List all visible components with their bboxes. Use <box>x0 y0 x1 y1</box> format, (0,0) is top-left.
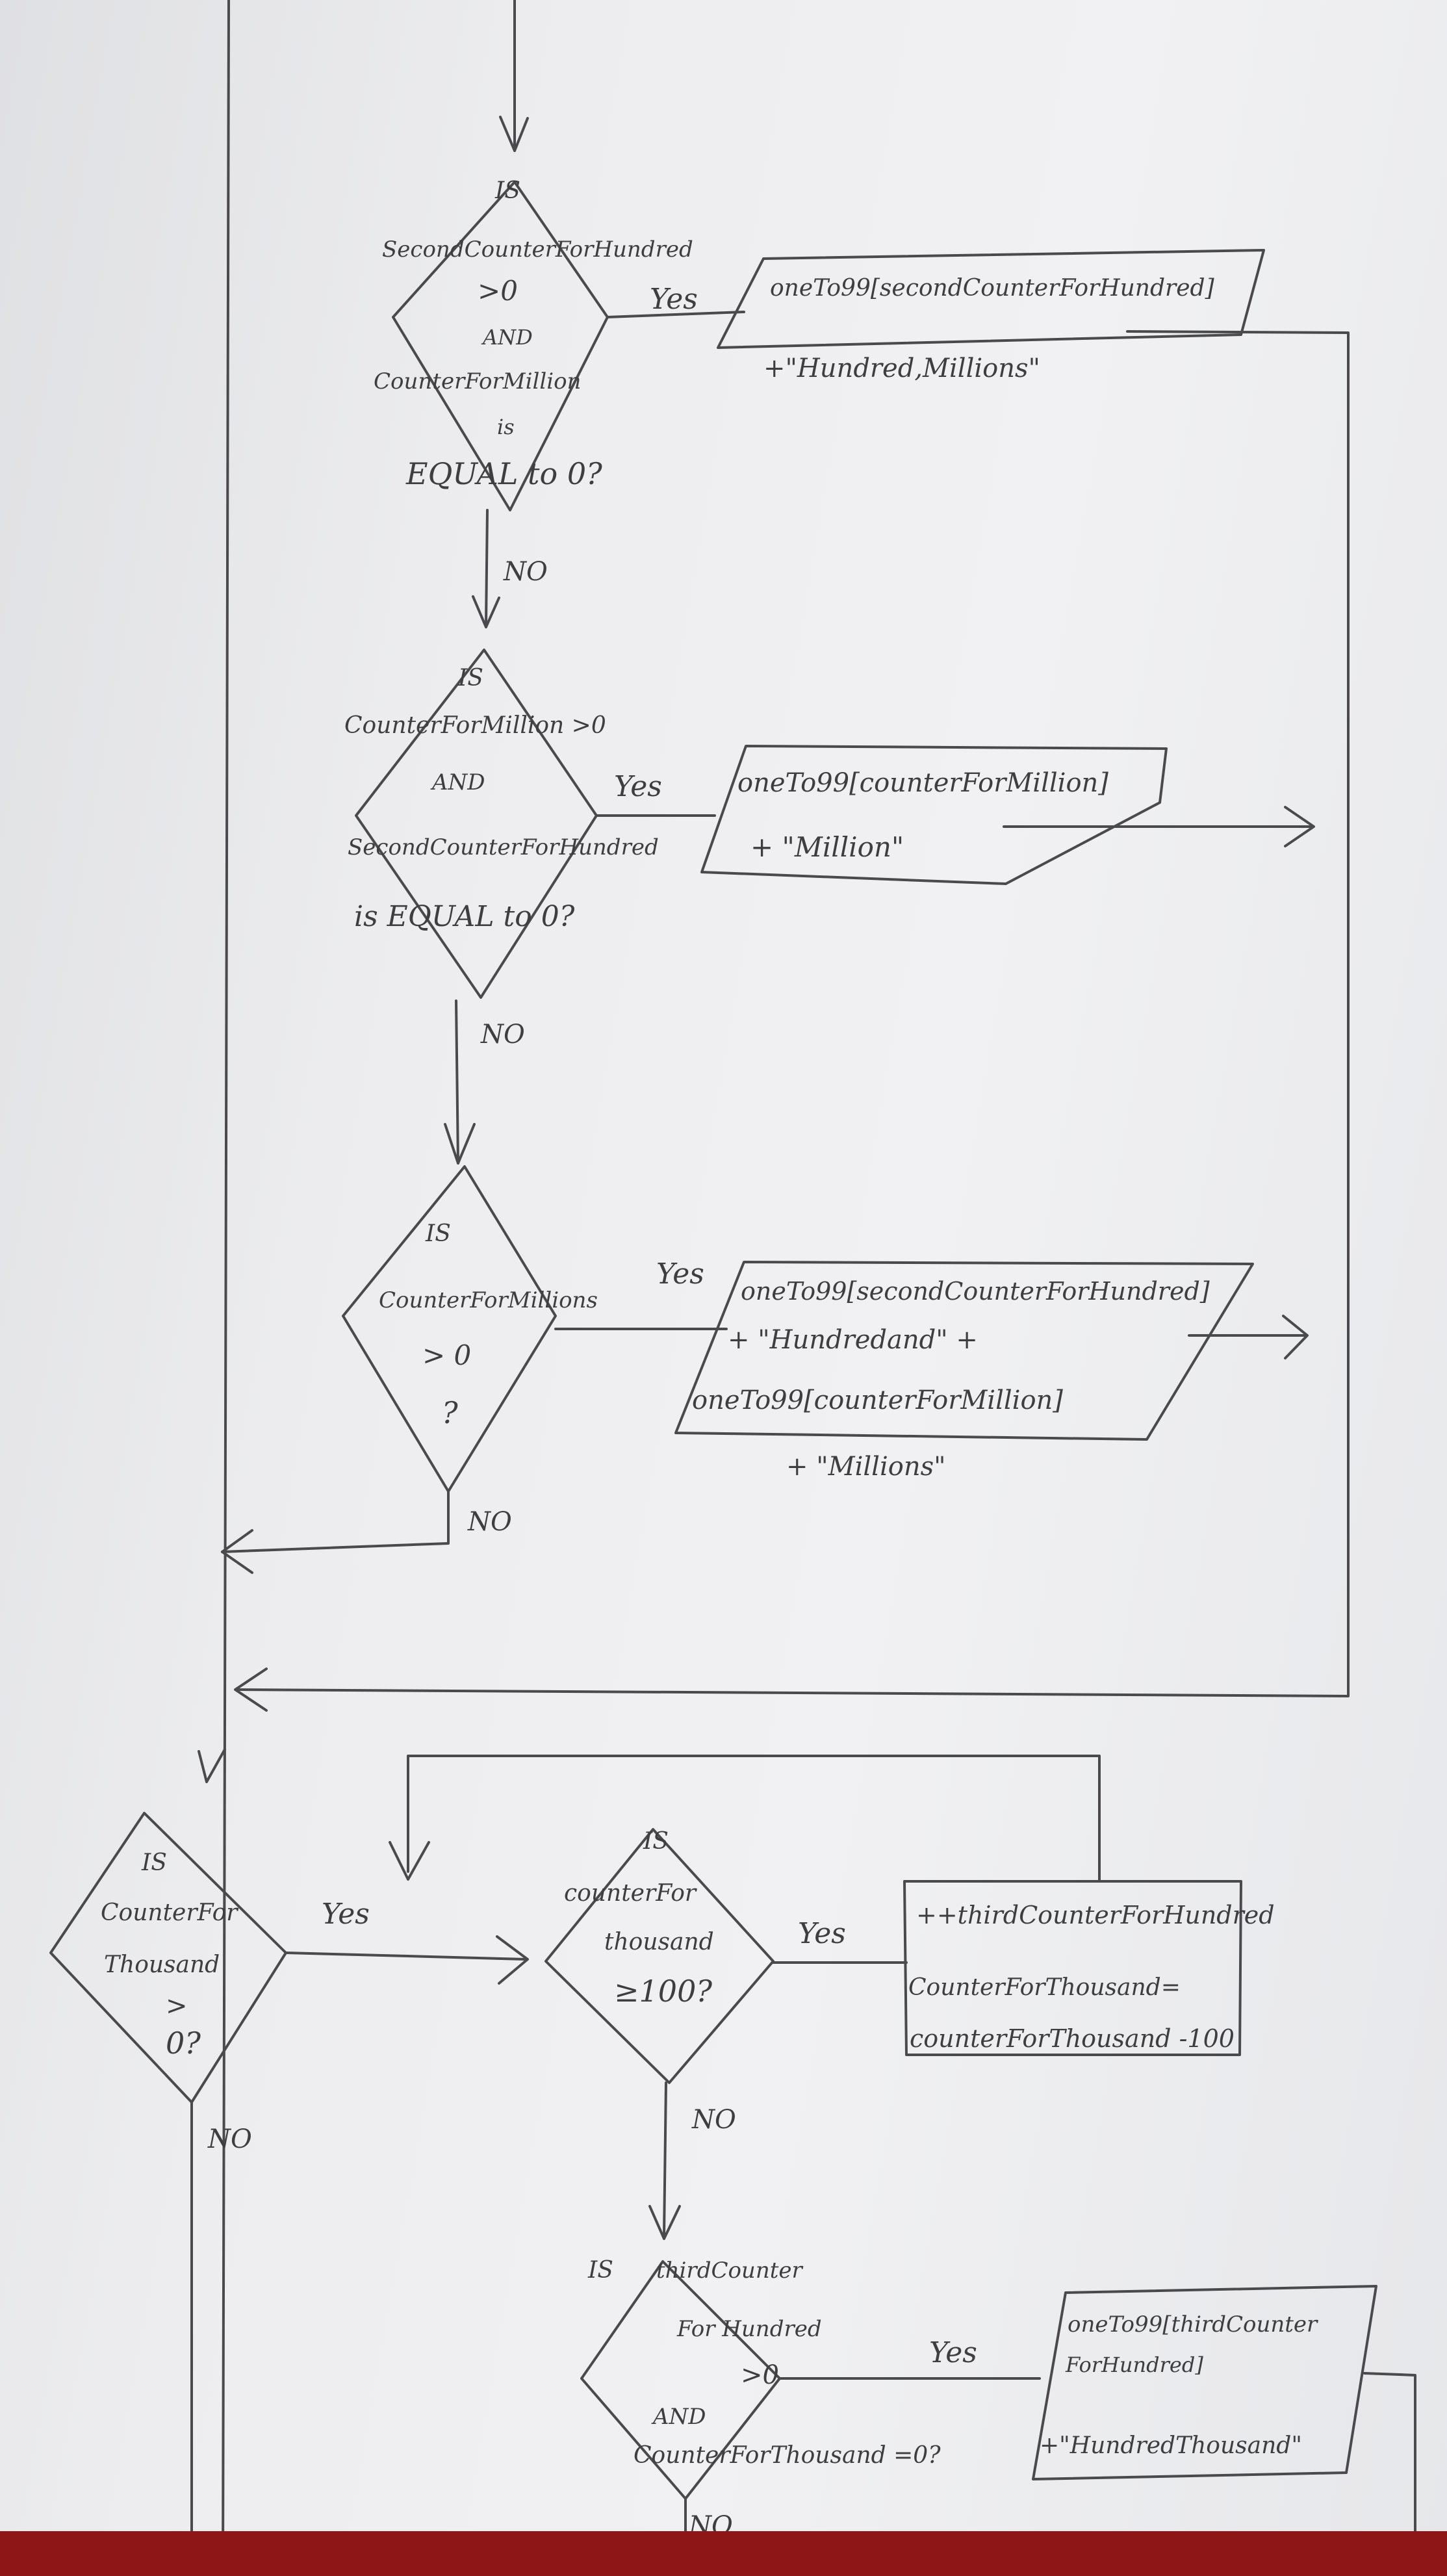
decision-3-text-2: > 0 <box>422 1339 471 1371</box>
loop-back-line <box>407 1755 1101 1883</box>
process-3-text-1: + "Hundredand" + <box>728 1325 978 1355</box>
decision-3-text-3: ? <box>442 1395 458 1430</box>
decision-3-yes-label: Yes <box>656 1257 704 1291</box>
decision-1-text-4: CounterForMillion <box>374 368 581 394</box>
merge-arrowhead <box>234 1668 268 1712</box>
decision-6-text-2: For Hundred <box>676 2316 822 2342</box>
decision-6-text-3: >0 <box>741 2360 779 2390</box>
spine-arrowhead <box>198 1748 226 1783</box>
process-1-parallelogram <box>717 249 1265 349</box>
decision-6-text-4: AND <box>651 2404 706 2430</box>
decision-5-yes-label: Yes <box>798 1917 846 1950</box>
top-entry-arrowhead <box>499 116 529 152</box>
process-3-text-0: oneTo99[secondCounterForHundred] <box>741 1277 1210 1306</box>
decision-6-yes-label: Yes <box>929 2336 977 2369</box>
decision-1-no-line <box>485 509 489 626</box>
decision-1-yes-label: Yes <box>650 283 698 316</box>
decision-4-yes-label: Yes <box>322 1898 370 1931</box>
decision-3-text-1: CounterForMillions <box>379 1287 598 1313</box>
decision-1-text-0: IS <box>494 177 520 204</box>
decision-4-no-label: NO <box>207 2124 252 2154</box>
desk-surface <box>0 2531 1447 2576</box>
decision-3-text-0: IS <box>425 1220 451 1247</box>
decision-1-no-label: NO <box>503 557 548 587</box>
decision-3-no-line <box>221 1490 450 1553</box>
decision-1-text-1: SecondCounterForHundred <box>382 237 693 263</box>
decision-1-diamond <box>392 181 609 511</box>
decision-2-text-1: CounterForMillion >0 <box>344 712 606 739</box>
decision-1-text-3: AND <box>481 325 533 350</box>
decision-6-text-1: thirdCounter <box>656 2258 804 2284</box>
decision-5-no-line <box>663 2081 667 2237</box>
decision-4-text-3: > <box>166 1991 188 2021</box>
process-1-exit-line <box>236 330 1350 1697</box>
decision-5-text-1: counterFor <box>564 1880 697 1907</box>
decision-2-text-0: IS <box>457 665 483 691</box>
decision-2-yes-label: Yes <box>614 770 662 803</box>
process-3-parallelogram <box>674 1261 1254 1441</box>
process-5-parallelogram <box>1032 2285 1377 2480</box>
decision-4-yes-line <box>285 1951 528 1961</box>
decision-2-text-4: is EQUAL to 0? <box>354 900 575 933</box>
decision-4-text-1: CounterFor <box>101 1900 238 1926</box>
decision-1-text-2: >0 <box>478 275 518 307</box>
decision-4-text-0: IS <box>141 1849 167 1876</box>
process-2-exit-arrowhead <box>1284 806 1315 847</box>
decision-5-text-0: IS <box>643 1828 669 1855</box>
decision-2-no-label: NO <box>480 1020 525 1050</box>
process-3-text-3: + "Millions" <box>786 1452 946 1482</box>
decision-1-yes-line <box>606 311 745 318</box>
left-spine-line <box>222 0 230 2576</box>
decision-4-text-2: Thousand <box>104 1951 220 1978</box>
process-5-text-1: ForHundred] <box>1065 2352 1203 2377</box>
decision-6-text-0: IS <box>587 2257 613 2284</box>
decision-1-no-arrowhead <box>472 595 500 628</box>
decision-2-no-line <box>455 999 459 1165</box>
decision-1-text-5: is <box>497 415 515 439</box>
decision-5-text-3: ≥100? <box>614 1974 712 2009</box>
decision-5-diamond <box>544 1828 775 2084</box>
decision-1-text-6: EQUAL to 0? <box>405 456 602 491</box>
decision-2-diamond <box>355 649 598 999</box>
decision-5-no-arrowhead <box>648 2205 681 2240</box>
process-4-text-2: counterForThousand -100 <box>910 2024 1235 2053</box>
process-2-text-1: + "Million" <box>750 831 904 863</box>
decision-5-no-label: NO <box>691 2105 736 2135</box>
decision-6-text-5: CounterForThousand =0? <box>634 2442 941 2469</box>
process-3-text-2: oneTo99[counterForMillion] <box>692 1385 1063 1415</box>
process-4-text-0: ++thirdCounterForHundred <box>916 1901 1275 1929</box>
process-4-rectangle <box>903 1880 1242 2056</box>
loop-back-arrowhead <box>389 1841 430 1881</box>
process-5-exit-line <box>1363 2372 1416 2576</box>
process-2-parallelogram <box>700 745 1168 885</box>
decision-3-no-arrowhead <box>221 1529 253 1574</box>
decision-3-no-label: NO <box>467 1507 512 1537</box>
decision-3-diamond <box>342 1165 557 1493</box>
process-1-text-0: oneTo99[secondCounterForHundred] <box>770 275 1215 302</box>
decision-4-text-4: 0? <box>166 2026 201 2061</box>
process-5-text-0: oneTo99[thirdCounter <box>1068 2312 1318 2338</box>
decision-5-text-2: thousand <box>604 1929 714 1955</box>
process-3-exit-arrowhead <box>1282 1315 1309 1359</box>
decision-2-no-arrowhead <box>444 1123 476 1165</box>
decision-4-yes-arrowhead <box>496 1935 529 1985</box>
process-1-text-1: +"Hundred,Millions" <box>763 354 1040 383</box>
decision-2-text-2: AND <box>430 769 485 795</box>
process-4-text-1: CounterForThousand= <box>908 1974 1181 2001</box>
process-5-text-2: +"HundredThousand" <box>1040 2432 1302 2459</box>
decision-2-text-3: SecondCounterForHundred <box>348 834 659 860</box>
process-2-text-0: oneTo99[counterForMillion] <box>737 768 1108 798</box>
